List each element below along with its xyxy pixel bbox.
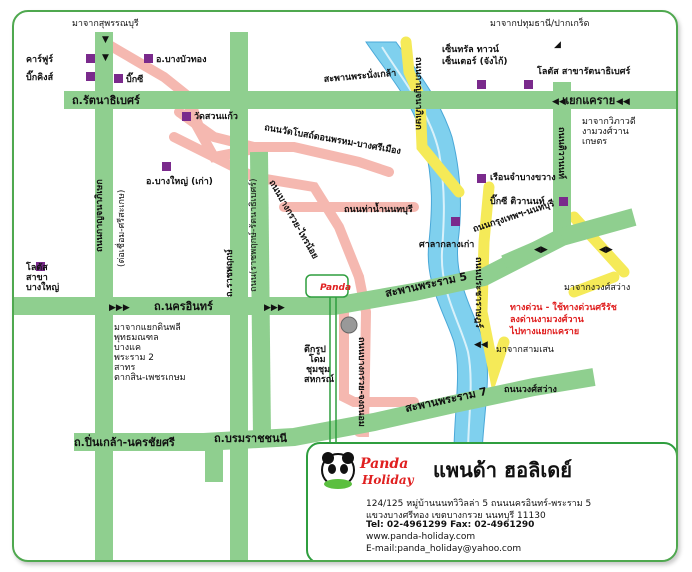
label-wat-suan-kaeo: วัดสวนแก้ว <box>194 111 238 122</box>
logo-holiday: Holiday <box>361 473 415 487</box>
label-photo-4: สหกรณ์ <box>304 373 335 385</box>
landmarks <box>36 54 568 271</box>
map-frame: ▼ ▼ ◢ ◀◀ ◀◀ ▶▶▶ ▶▶▶ ◀▶ ◀▶ ◀◀ Panda มาจาก… <box>12 10 678 562</box>
landmark-bangyai <box>162 162 171 171</box>
landmark-lotus-rattana <box>524 80 533 89</box>
label-bangbuathong: อ.บางบัวทอง <box>156 54 206 65</box>
label-bigc-tiwanon: บิ๊กซี ติวานนท์ <box>490 194 545 207</box>
label-carrefour: คาร์ฟูร์ <box>26 53 53 65</box>
label-khaeorai: แยกแคราย <box>562 94 615 107</box>
label-lotus-2: สาขา <box>26 273 48 283</box>
contact-card: Panda Holiday แพนด้า ฮอลิเดย์ 124/125 หม… <box>306 442 676 560</box>
panda-logo: Panda Holiday <box>321 452 415 489</box>
landmark-prison <box>477 174 486 183</box>
landmark-old-court <box>451 217 460 226</box>
note-line-1: ทางด่วน - ใช้ทางด่วนศรีรัช <box>510 301 617 313</box>
label-from-mahachai-6: ตากสิน-เพชรเกษม <box>114 372 186 383</box>
landmark-wat-suan-kaeo <box>182 112 191 121</box>
svg-text:◀◀: ◀◀ <box>552 97 566 107</box>
label-from-vibhavadi-3: เกษตร <box>582 137 607 147</box>
address-line-2: แขวงบางศรีทอง เขตบางกรวย นนทบุรี 11130 <box>366 511 546 521</box>
label-from-pathum: มาจากปทุมธานี/ปากเกร็ด <box>490 16 590 29</box>
landmark-bigkings <box>86 72 95 81</box>
chao-phraya-river <box>365 41 488 560</box>
label-pinklao: ถ.ปิ่นเกล้า-นครชัยศรี <box>74 434 175 449</box>
label-lotus-1: โลตัส <box>25 261 48 273</box>
svg-text:▼: ▼ <box>102 53 109 63</box>
email-link[interactable]: E-mail:panda_holiday@yahoo.com <box>366 544 522 554</box>
label-from-samsen: มาจากสามเสน <box>496 345 554 355</box>
label-nakhon-in: ถ.นครอินทร์ <box>154 300 213 313</box>
label-tha-nam: ถนนท่าน้ำนนทบุรี <box>344 202 413 215</box>
label-expressway-north: ถนนกาญจนาภิเษก <box>413 57 424 130</box>
svg-text:▶▶▶: ▶▶▶ <box>109 303 130 313</box>
label-photo-1: ตึกรูป <box>304 344 326 355</box>
landmark-bigc-tiwanon <box>559 197 568 206</box>
company-name: แพนด้า ฮอลิเดย์ <box>433 458 572 482</box>
label-to-ngamwongwan: มาจากงวงศ์สว่าง <box>564 281 630 293</box>
map-logo-badge <box>305 274 349 298</box>
phone-fax: Tel: 02-4961299 Fax: 02-4961290 <box>366 520 535 530</box>
svg-text:◀▶: ◀▶ <box>534 245 548 255</box>
label-from-suphan: มาจากสุพรรณบุรี <box>72 18 139 29</box>
landmark-bigc <box>114 74 123 83</box>
label-bigc: บิ๊กซี <box>126 72 144 85</box>
label-phra-nang-klao: สะพานพระนั่งเกล้า <box>323 66 397 85</box>
svg-text:▶▶▶: ▶▶▶ <box>264 303 285 313</box>
label-from-mahachai-4: พระราม 2 <box>114 353 154 363</box>
note-line-3: ไปทางแยกแคราย <box>509 325 579 337</box>
direction-arrows: ▼ ▼ ◢ ◀◀ ◀◀ ▶▶▶ ▶▶▶ ◀▶ ◀▶ ◀◀ <box>102 35 630 350</box>
route-map: ▼ ▼ ◢ ◀◀ ◀◀ ▶▶▶ ▶▶▶ ◀▶ ◀▶ ◀◀ Panda มาจาก… <box>14 16 676 560</box>
svg-text:◀◀: ◀◀ <box>474 340 488 350</box>
address-line-1: 124/125 หมู่บ้านนนทวิวิลล่า 5 ถนนนครอินท… <box>366 499 592 509</box>
website-link[interactable]: www.panda-holiday.com <box>366 532 476 542</box>
note-line-2: ลงด่านงามวงศ์วาน <box>510 313 585 325</box>
map-logo-text: Panda <box>320 283 351 293</box>
main-roads <box>14 32 676 560</box>
label-tiwanon: ถนนติวานนท์ <box>556 127 568 179</box>
label-central-2: เซ็นเตอร์ (จังไก้) <box>442 54 508 67</box>
label-from-vibhavadi-2: งามวงศ์วาน <box>582 125 629 137</box>
svg-text:◀▶: ◀▶ <box>599 245 613 255</box>
label-rattanathibet: ถ.รัตนาธิเบศร์ <box>72 94 140 107</box>
label-bangkruai-rama5: ถนนบางกรวย-จงถนอม <box>356 337 366 427</box>
label-from-mahachai-5: สาทร <box>114 363 135 373</box>
label-from-vibhavadi-1: มาจากวิภาวดี <box>582 116 636 127</box>
label-bangyai: อ.บางใหญ่ (เก่า) <box>146 175 213 187</box>
label-prison: เรือนจำบางขวาง <box>490 171 556 183</box>
label-ngamwongwan-rd: ถนนวงศ์สว่าง <box>504 383 557 395</box>
landmark-carrefour <box>86 54 95 63</box>
logo-panda: Panda <box>359 456 408 472</box>
label-old-court: ศาลากลางเก่า <box>419 239 474 250</box>
label-central-1: เซ็นทรัล ทาวน์ <box>442 42 500 55</box>
label-kanchanaphisek-2: (ต่อเชื่อม-ศรีสะเกษ) <box>114 190 127 267</box>
label-photo-3: ชุมชุม <box>306 365 330 375</box>
label-borommaratchachonnani: ถ.บรมราชชนนี <box>214 432 288 445</box>
svg-text:▼: ▼ <box>102 35 109 45</box>
label-from-mahachai-2: พุทธมณฑล <box>114 333 159 343</box>
label-ratchaphruek-2: ถนน(ราชพฤกษ์-รัตนาธิเบศร์) <box>247 179 259 293</box>
label-from-mahachai-1: มาจากแยกดินพลี <box>114 322 181 333</box>
landmark-lotus-bangyai <box>36 262 45 271</box>
label-prachachuen: ถนนประชาราษฎร์ <box>473 257 485 328</box>
label-from-mahachai-3: บางแค <box>114 343 141 353</box>
location-dot <box>340 316 358 334</box>
svg-text:◢: ◢ <box>554 40 561 50</box>
label-lotus-3: บางใหญ่ <box>26 281 59 293</box>
label-photo-2: โดม <box>308 353 326 365</box>
svg-text:◀◀: ◀◀ <box>616 97 630 107</box>
landmark-bangbuathong <box>144 54 153 63</box>
label-kanchanaphisek: ถนนกาญจนาภิเษก <box>94 179 105 252</box>
label-bigkings: บิ๊กคิงส์ <box>26 70 54 83</box>
label-lotus-rattana: โลตัส สาขารัตนาธิเบศร์ <box>536 65 630 77</box>
landmark-central <box>477 80 486 89</box>
label-ratchaphruek: ถ.ราชพฤกษ์ <box>223 249 235 297</box>
